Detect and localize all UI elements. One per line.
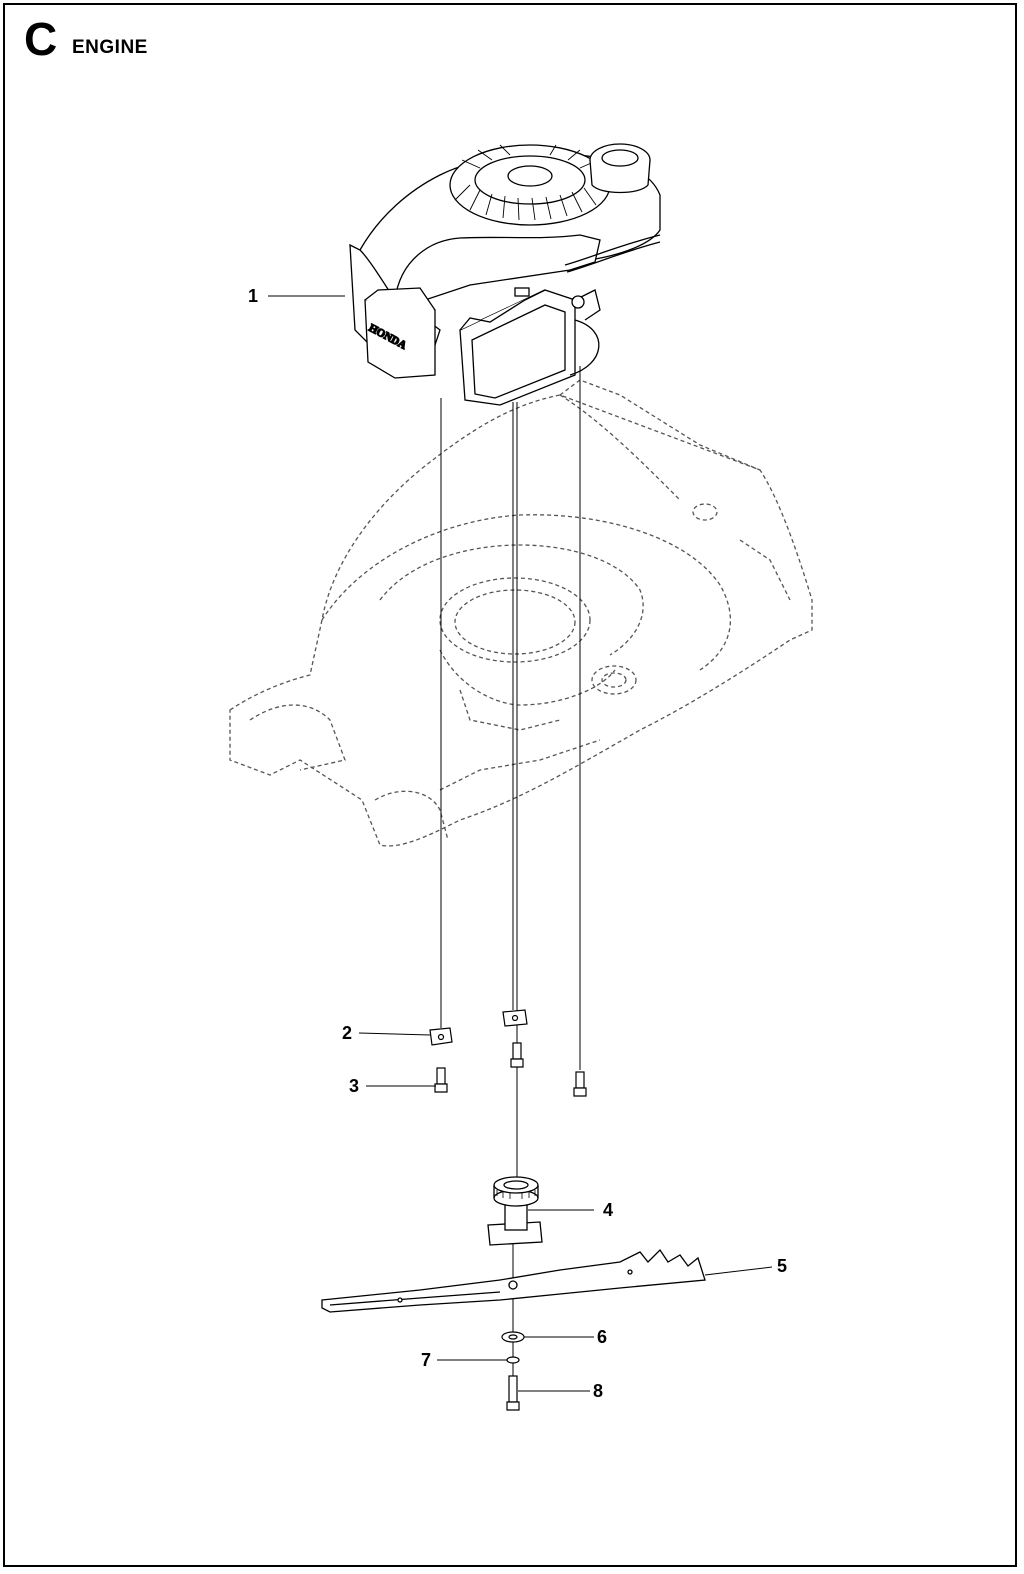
sheet-border <box>3 3 1017 1567</box>
callout-8: 8 <box>593 1381 603 1401</box>
callout-3: 3 <box>349 1076 359 1096</box>
callout-4: 4 <box>603 1200 613 1220</box>
section-letter: C <box>24 13 58 65</box>
callout-leaders <box>268 295 773 1392</box>
mount-washer-plate <box>429 1027 453 1046</box>
callout-2: 2 <box>342 1023 352 1043</box>
cutting-blade <box>321 1248 706 1313</box>
callout-6: 6 <box>597 1327 607 1347</box>
callout-1: 1 <box>248 286 258 306</box>
engine-mount-bolt-left <box>434 1067 448 1093</box>
lock-washer <box>506 1356 520 1364</box>
engine-mount-bolt-right <box>573 1071 587 1097</box>
callout-5: 5 <box>777 1256 787 1276</box>
mower-deck-outline <box>229 379 813 847</box>
engine-mount-bolt-center <box>510 1042 524 1068</box>
section-title: ENGINE <box>72 37 148 58</box>
blade-washer <box>501 1331 525 1343</box>
engine-assembly: HONDA <box>349 143 661 406</box>
blade-adapter <box>487 1176 543 1246</box>
mount-washer-plate-center <box>502 1009 528 1027</box>
callout-7: 7 <box>421 1350 431 1370</box>
blade-bolt <box>506 1375 520 1411</box>
